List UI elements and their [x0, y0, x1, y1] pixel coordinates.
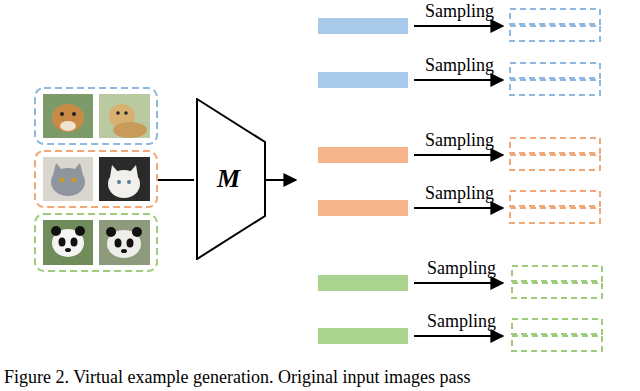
cat-photo — [43, 157, 93, 201]
panda-photo — [43, 220, 93, 265]
feature-bar — [318, 275, 408, 291]
panda-photo — [99, 220, 150, 265]
cat-photo — [99, 157, 150, 201]
feature-bar — [318, 72, 408, 88]
sampling-label: Sampling — [425, 183, 494, 204]
feature-bar — [318, 200, 408, 216]
group-outline — [35, 151, 157, 207]
feature-bar — [318, 328, 408, 344]
dog-photo — [43, 94, 93, 138]
sampling-label: Sampling — [427, 258, 496, 279]
output-arrow — [266, 179, 296, 181]
group-outline — [35, 88, 157, 144]
model-label: M — [217, 164, 240, 194]
figure-caption: Figure 2. Virtual example generation. Or… — [4, 367, 470, 388]
sampling-label: Sampling — [425, 1, 494, 22]
input-arrow — [158, 179, 194, 181]
virtual-examples — [510, 9, 602, 351]
group-outline — [35, 214, 157, 271]
feature-bar — [318, 18, 408, 34]
feature-bar — [318, 147, 408, 163]
sampling-label: Sampling — [427, 311, 496, 332]
sampling-label: Sampling — [425, 55, 494, 76]
sampling-arrows — [414, 26, 503, 336]
dog-photo — [99, 94, 150, 138]
model-trapezoid: M — [196, 98, 266, 260]
sampling-label: Sampling — [425, 130, 494, 151]
